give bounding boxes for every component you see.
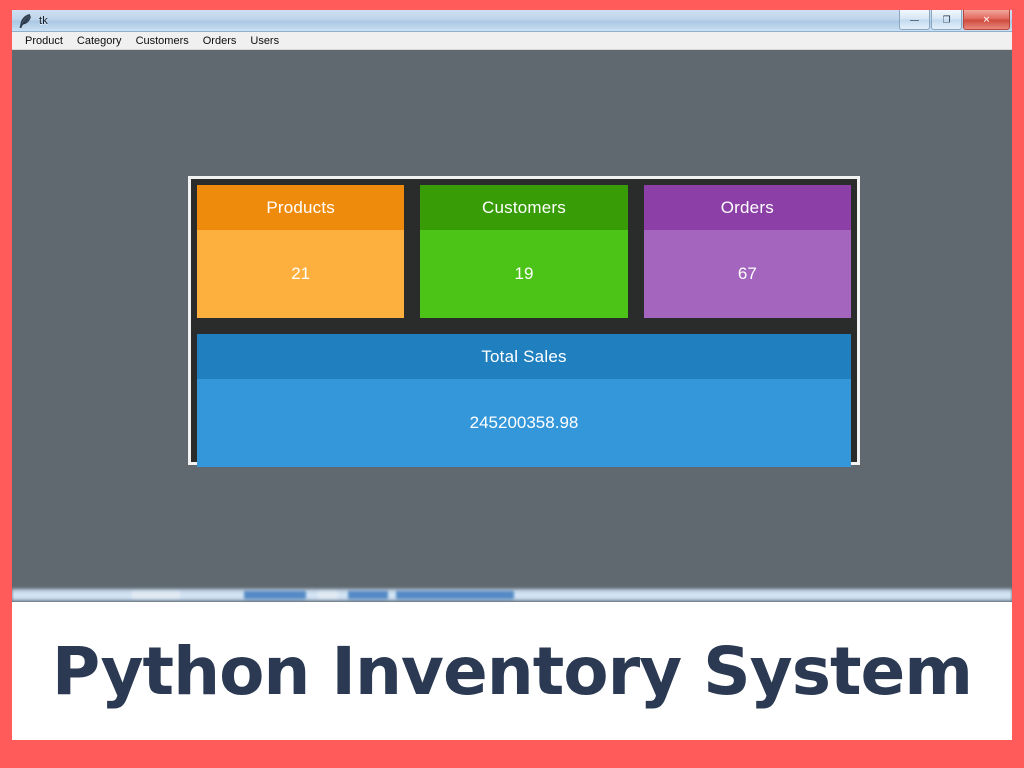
- taskbar-item[interactable]: [318, 591, 338, 599]
- feather-icon: [18, 13, 32, 29]
- maximize-icon: ❐: [942, 14, 951, 24]
- menu-item-orders[interactable]: Orders: [202, 34, 237, 47]
- summary-card-row: Products 21 Customers 19 Orders 67: [197, 185, 851, 318]
- card-customers-header: Customers: [420, 185, 628, 230]
- menu-item-users[interactable]: Users: [250, 34, 280, 47]
- card-orders[interactable]: Orders 67: [643, 185, 851, 318]
- card-customers[interactable]: Customers 19: [420, 185, 628, 318]
- card-row-spacer: [197, 318, 851, 334]
- maximize-button[interactable]: ❐: [931, 10, 962, 30]
- taskbar-item[interactable]: [244, 591, 306, 599]
- tk-application-window: tk — ❐ ✕ Product Category Customers: [12, 10, 1012, 602]
- card-products[interactable]: Products 21: [197, 185, 405, 318]
- taskbar-item[interactable]: [396, 591, 514, 599]
- card-orders-value: 67: [643, 230, 851, 318]
- total-sales-row: Total Sales 245200358.98: [197, 334, 851, 467]
- card-customers-value: 19: [420, 230, 628, 318]
- card-products-value: 21: [197, 230, 405, 318]
- card-total-sales[interactable]: Total Sales 245200358.98: [197, 334, 851, 467]
- close-icon: ✕: [982, 14, 991, 24]
- minimize-button[interactable]: —: [899, 10, 930, 30]
- caption-band: Python Inventory System: [12, 602, 1012, 740]
- screenshot-canvas: tk — ❐ ✕ Product Category Customers: [12, 10, 1012, 740]
- card-products-header: Products: [197, 185, 405, 230]
- window-controls: — ❐ ✕: [899, 10, 1010, 30]
- dashboard-panel: Products 21 Customers 19 Orders 67: [188, 176, 860, 467]
- close-button[interactable]: ✕: [963, 10, 1010, 30]
- card-orders-header: Orders: [643, 185, 851, 230]
- menu-item-product[interactable]: Product: [25, 34, 63, 47]
- menu-bar: Product Category Customers Orders Users: [12, 32, 1012, 50]
- card-total-sales-value: 245200358.98: [197, 379, 851, 467]
- menu-item-category[interactable]: Category: [76, 34, 122, 47]
- caption-title: Python Inventory System: [51, 632, 973, 710]
- card-total-sales-header: Total Sales: [197, 334, 851, 379]
- window-title: tk: [39, 14, 48, 27]
- taskbar-item[interactable]: [348, 591, 388, 599]
- window-titlebar[interactable]: tk — ❐ ✕: [12, 10, 1012, 32]
- minimize-icon: —: [910, 14, 919, 24]
- os-taskbar-strip[interactable]: [12, 588, 1012, 602]
- application-body: Products 21 Customers 19 Orders 67: [12, 50, 1012, 602]
- menu-item-customers[interactable]: Customers: [135, 34, 189, 47]
- taskbar-item[interactable]: [132, 591, 180, 599]
